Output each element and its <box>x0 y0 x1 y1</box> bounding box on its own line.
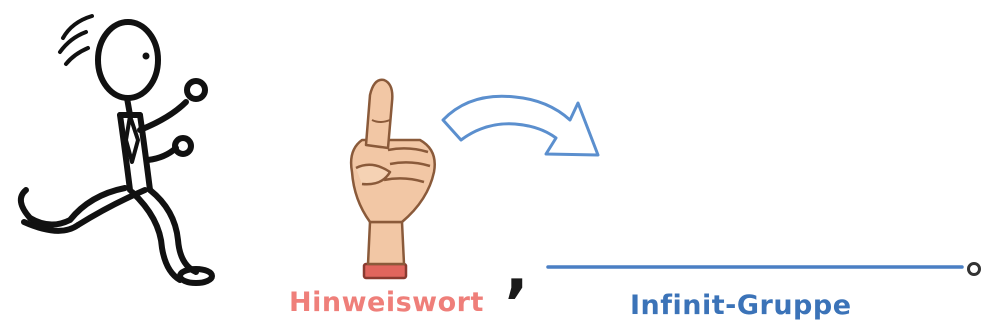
infinit-gruppe-label: Infinit-Gruppe <box>630 290 852 321</box>
comma-mark: , <box>505 238 529 300</box>
running-stick-figure-icon <box>21 16 212 283</box>
pointing-finger-hand-icon <box>351 80 435 278</box>
hinweiswort-label: Hinweiswort <box>289 287 484 318</box>
curved-arrow-icon <box>443 96 598 155</box>
period-mark <box>967 262 981 276</box>
